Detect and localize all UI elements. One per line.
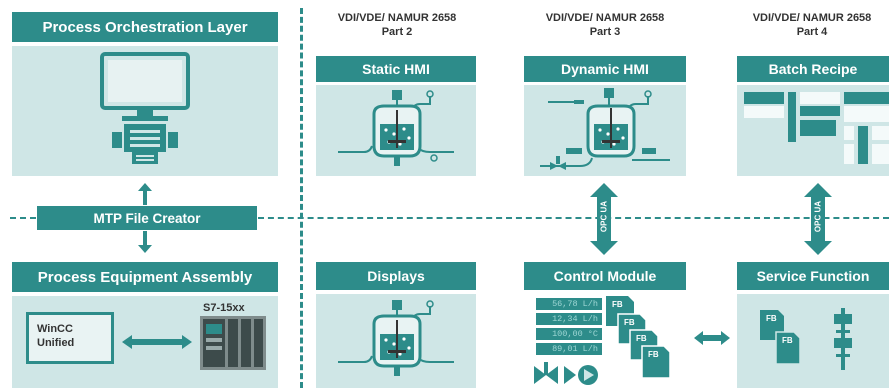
standard-part: Part 3 [589,26,621,38]
fb-label: FB [636,334,647,343]
sequence-chain-icon [834,308,852,370]
displays-title: Displays [316,262,476,290]
opc-ua-label: OPC UA [813,200,823,233]
opc-ua-double-arrow [590,183,618,255]
dynamic-reactor-icon [540,88,670,170]
vertical-divider [300,8,303,388]
fb-label: FB [624,318,635,327]
service-function-title: Service Function [737,262,889,290]
fb-label: FB [612,300,623,309]
horizontal-divider-right [258,217,889,219]
computer-icon [100,52,190,164]
unified-label: Unified [37,337,75,349]
recipe-grid-icon [744,92,889,164]
control-value-2: 12,34 L/h [536,313,602,325]
reactor-vessel-icon [338,90,454,166]
fb-label: FB [766,314,777,323]
standard-name: VDI/VDE/ NAMUR 2658 [337,12,457,24]
plc-label: S7-15xx [203,302,245,314]
control-value-1: 56,78 L/h [536,298,602,310]
service-fb-icon [760,310,801,365]
standard-label-part-4: VDI/VDE/ NAMUR 2658 Part 4 [735,11,889,39]
wincc-unified-box: WinCC Unified [26,312,114,364]
service-function-panel [737,294,889,388]
control-module-title: Control Module [524,262,686,290]
mtp-up-arrow [138,183,152,205]
standard-name: VDI/VDE/ NAMUR 2658 [752,12,872,24]
mtp-file-creator: MTP File Creator [37,206,257,230]
orchestration-layer-title: Process Orchestration Layer [12,12,278,42]
opc-ua-label: OPC UA [599,200,609,233]
standard-part: Part 4 [796,26,828,38]
control-value-3: 100,00 °C [536,328,602,340]
fb-label: FB [782,336,793,345]
reactor-vessel-icon [338,300,454,376]
batch-recipe-title: Batch Recipe [737,56,889,82]
control-value-4: 89,01 L/h [536,343,602,355]
function-block-stack-icon [606,296,671,379]
static-hmi-title: Static HMI [316,56,476,82]
process-equipment-assembly-title: Process Equipment Assembly [12,262,278,292]
opc-ua-double-arrow [804,183,832,255]
standard-part: Part 2 [381,26,413,38]
standard-label-part-3: VDI/VDE/ NAMUR 2658 Part 3 [520,11,690,39]
plc-icon [200,316,266,370]
mtp-down-arrow [138,231,152,253]
standard-name: VDI/VDE/ NAMUR 2658 [545,12,665,24]
fb-label: FB [648,350,659,359]
control-service-double-arrow [694,331,730,345]
dynamic-hmi-title: Dynamic HMI [524,56,686,82]
horizontal-divider-left [10,217,36,219]
standard-label-part-2: VDI/VDE/ NAMUR 2658 Part 2 [312,11,482,39]
valve-and-pump-icons [534,362,598,385]
wincc-label: WinCC [37,323,73,335]
wincc-plc-double-arrow [122,335,192,349]
